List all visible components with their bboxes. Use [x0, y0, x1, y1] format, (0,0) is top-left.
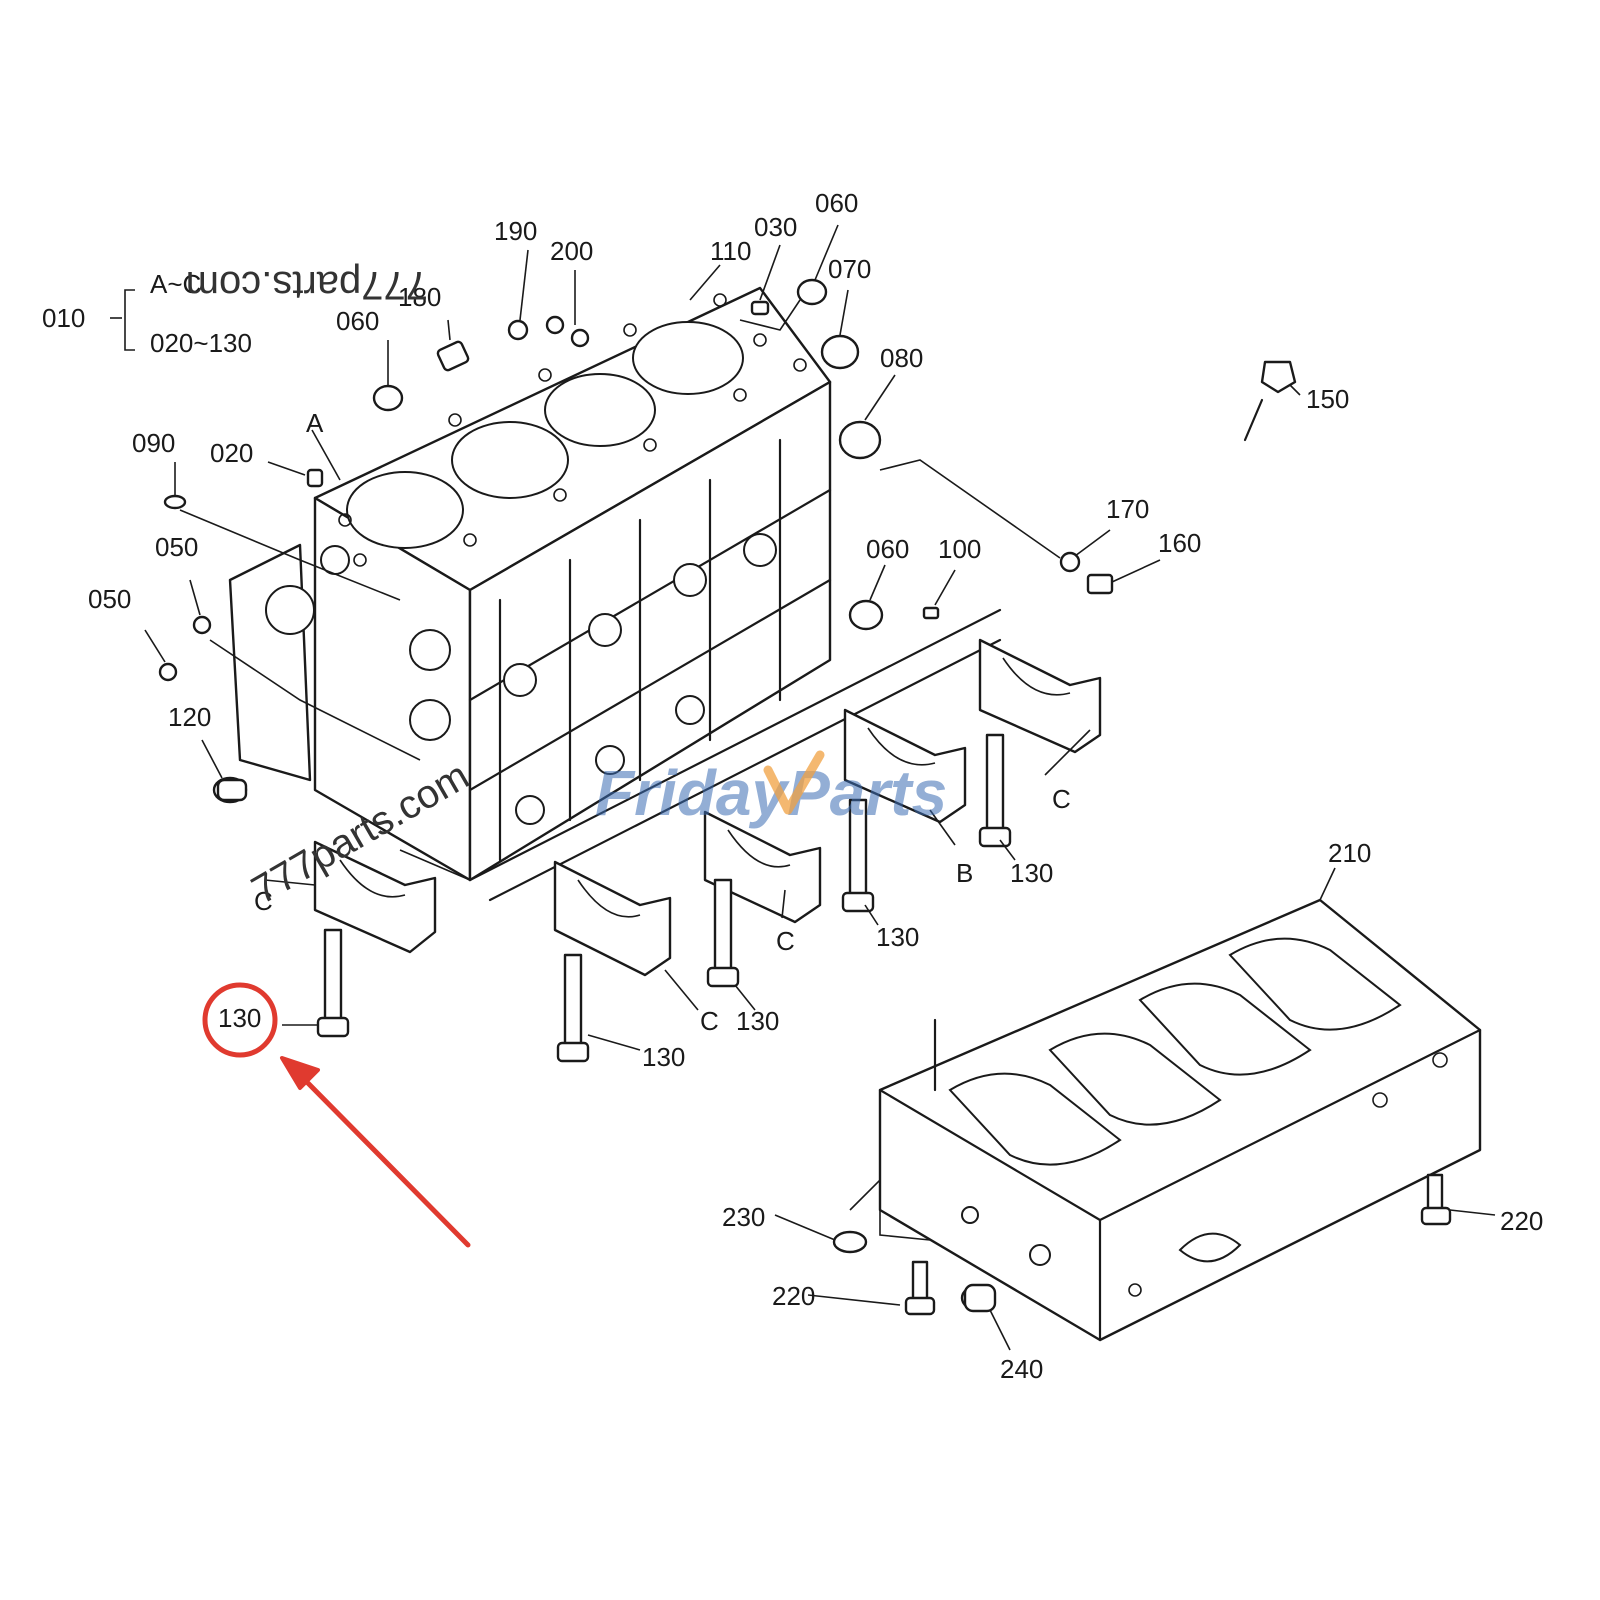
callout-160: 160: [1158, 528, 1201, 558]
bearing-caps: [313, 638, 1102, 977]
callout-130-b: 130: [736, 1006, 779, 1036]
callout-170: 170: [1106, 494, 1149, 524]
highlight-arrow-shaft: [297, 1072, 471, 1248]
callout-220-b: 220: [772, 1281, 815, 1311]
callout-130-d: 130: [1010, 858, 1053, 888]
callout-060-a: 060: [336, 306, 379, 336]
callout-240: 240: [1000, 1354, 1043, 1384]
callout-090: 090: [132, 428, 175, 458]
cylinder-block: [228, 286, 1002, 902]
callout-200: 200: [550, 236, 593, 266]
callout-050-b: 050: [88, 584, 131, 614]
watermark-top: 777parts.com: [186, 263, 428, 307]
callout-230: 230: [722, 1202, 765, 1232]
callout-110: 110: [710, 236, 751, 266]
callout-100: 100: [938, 534, 981, 564]
section-letter-c1: C: [254, 886, 273, 916]
section-letter-c4: C: [1052, 784, 1071, 814]
highlight-circle: [202, 982, 278, 1058]
callout-180: 180: [398, 282, 441, 312]
brand-check-mark: [763, 750, 825, 815]
section-letter-c3: C: [776, 926, 795, 956]
part-highlight: [202, 982, 471, 1248]
callout-130-c: 130: [876, 922, 919, 952]
brand-logo: FridayParts: [595, 750, 947, 829]
callout-130-a: 130: [642, 1042, 685, 1072]
brand-text-friday: Friday: [595, 757, 790, 829]
callout-220-a: 220: [1500, 1206, 1543, 1236]
oil-pan-hardware: [832, 1173, 1452, 1316]
callout-080: 080: [880, 343, 923, 373]
section-letter-c2: C: [700, 1006, 719, 1036]
section-letter-a: A: [306, 408, 324, 438]
callout-070: 070: [828, 254, 871, 284]
callout-050-a: 050: [155, 532, 198, 562]
leader-lines: [110, 224, 1496, 1351]
small-parts: [158, 278, 1297, 804]
assembly-branch-bottom: 020~130: [150, 328, 252, 358]
callout-060-c: 060: [866, 534, 909, 564]
section-letter-b: B: [956, 858, 973, 888]
callout-190: 190: [494, 216, 537, 246]
callout-030: 030: [754, 212, 797, 242]
callout-labels: 010 A~C 020~130 060 190 200 110 030 060 …: [42, 188, 1543, 1384]
assembly-branch-top: A~C: [150, 269, 201, 299]
oil-pan-frame: [878, 898, 1482, 1342]
callout-120: 120: [168, 702, 211, 732]
highlight-arrow-head: [280, 1056, 320, 1090]
main-bearing-bolts: [316, 733, 1012, 1063]
callout-020: 020: [210, 438, 253, 468]
svg-text:FridayParts: FridayParts: [595, 757, 947, 829]
callout-130-highlighted: 130: [218, 1003, 261, 1033]
callout-210: 210: [1328, 838, 1371, 868]
callout-060-b: 060: [815, 188, 858, 218]
callout-150: 150: [1306, 384, 1349, 414]
assembly-code: 010: [42, 303, 85, 333]
